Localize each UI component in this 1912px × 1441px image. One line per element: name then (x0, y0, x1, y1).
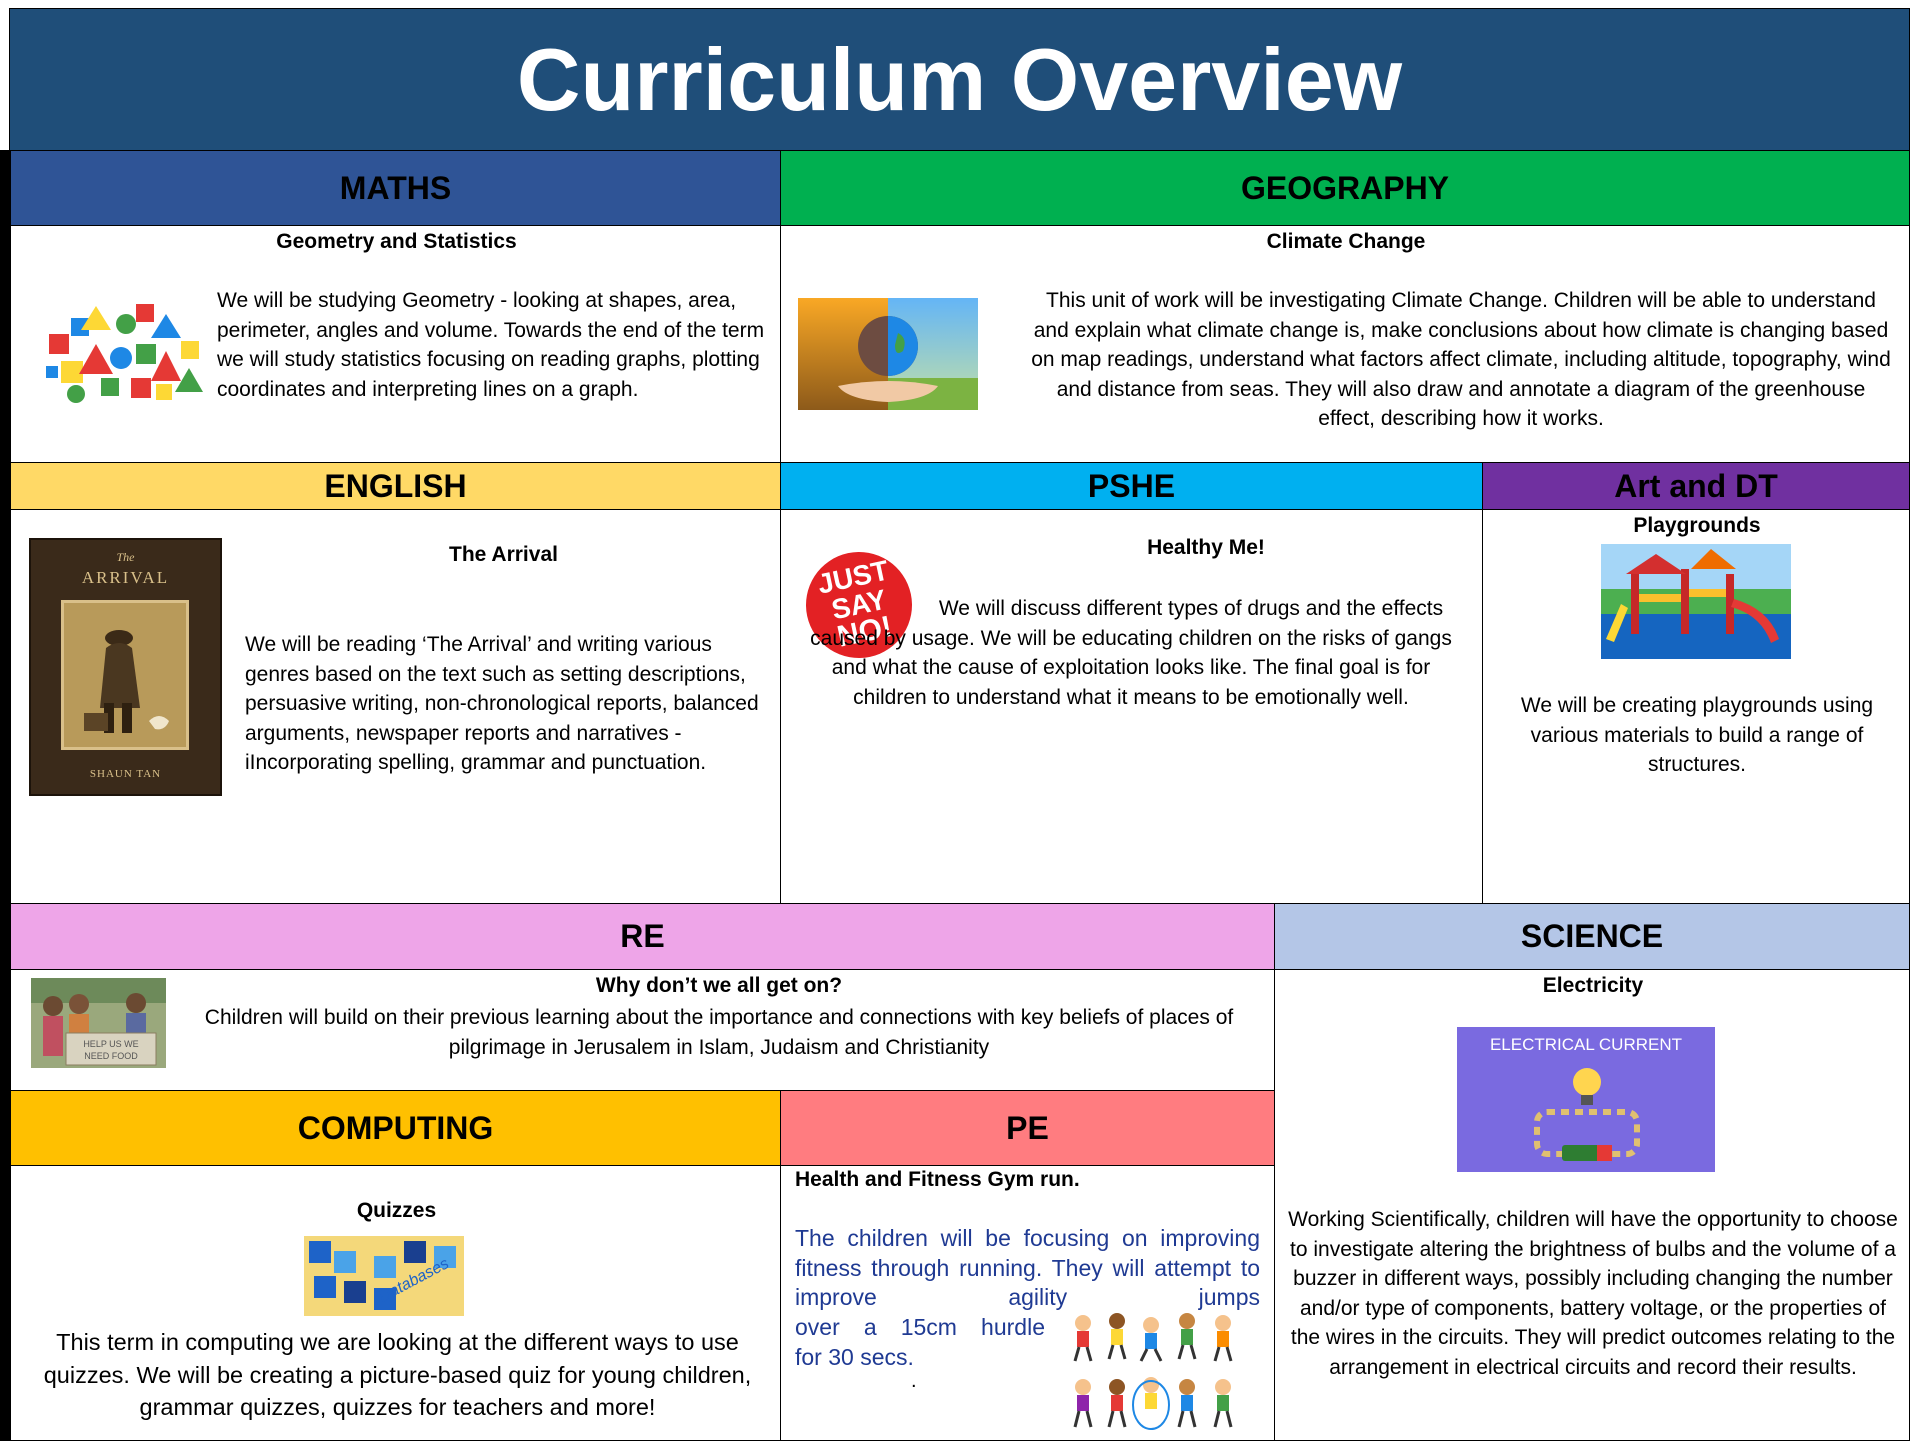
english-heading: ENGLISH (324, 467, 467, 504)
pshe-subtitle: Healthy Me! (1147, 536, 1265, 559)
art-header: Art and DT (1482, 462, 1910, 510)
electrical-current-image: ELECTRICAL CURRENT (1457, 1027, 1715, 1172)
re-body: Children will build on their previous le… (204, 1006, 1234, 1059)
maths-heading: MATHS (339, 169, 452, 206)
computing-subtitle: Quizzes (356, 1199, 437, 1222)
pe-header: PE (780, 1090, 1275, 1166)
maths-subtitle: Geometry and Statistics (276, 230, 517, 253)
pshe-heading: PSHE (1087, 467, 1176, 504)
circuit-icon (1534, 1068, 1640, 1161)
electrical-current-caption: ELECTRICAL CURRENT (1489, 1035, 1683, 1054)
re-subtitle: Why don’t we all get on? (595, 974, 843, 997)
left-border (0, 150, 10, 1441)
geography-header: GEOGRAPHY (780, 150, 1910, 226)
arrival-book-cover: The ARRIVAL SHAUN TAN (29, 538, 222, 796)
book-author: SHAUN TAN (89, 768, 162, 780)
maths-cell: Geometry and Statistics We will be study… (10, 225, 781, 463)
pe-dot: . (911, 1370, 917, 1392)
title-banner: Curriculum Overview (9, 8, 1910, 151)
pe-subtitle: Health and Fitness Gym run. (795, 1168, 1080, 1191)
page-title: Curriculum Overview (516, 29, 1403, 129)
computing-body: This term in computing we are looking at… (43, 1329, 752, 1420)
pe-body-line5: for 30 secs. (795, 1344, 914, 1370)
english-body: We will be reading ‘The Arrival’ and wri… (245, 633, 759, 774)
art-body: We will be creating playgrounds using va… (1520, 694, 1874, 776)
climate-change-image (798, 298, 978, 410)
science-body: Working Scientifically, children will ha… (1288, 1208, 1898, 1379)
kids-exercising-image (1073, 1313, 1233, 1430)
english-header: ENGLISH (10, 462, 781, 510)
maths-header: MATHS (10, 150, 781, 226)
re-cell: HELP US WE NEED FOOD Why don’t we all ge… (10, 969, 1275, 1091)
geography-heading: GEOGRAPHY (1240, 169, 1450, 206)
english-cell: The ARRIVAL SHAUN TAN The Arrival We wil… (10, 509, 781, 904)
computing-cell: Quizzes Databases This term in computing… (10, 1165, 781, 1441)
databases-image: Databases (304, 1236, 464, 1316)
computing-heading: COMPUTING (297, 1109, 494, 1146)
science-cell: Electricity ELECTRICAL CURRENT Working S… (1274, 969, 1910, 1441)
art-subtitle: Playgrounds (1633, 514, 1761, 537)
pshe-header: PSHE (780, 462, 1483, 510)
book-illustration (61, 600, 189, 750)
pshe-body: We will discuss different types of drugs… (810, 597, 1452, 709)
geography-cell: Climate Change This unit of work will be… (780, 225, 1910, 463)
book-title: ARRIVAL (81, 568, 170, 587)
english-subtitle: The Arrival (449, 543, 558, 566)
geography-subtitle: Climate Change (1266, 230, 1426, 253)
geography-body: This unit of work will be investigating … (1031, 289, 1891, 430)
pe-cell: Health and Fitness Gym run. The children… (780, 1165, 1275, 1441)
science-heading: SCIENCE (1520, 918, 1664, 954)
maths-body: We will be studying Geometry - looking a… (217, 289, 765, 401)
art-cell: Playgrounds We will be creating playgrou… (1482, 509, 1910, 904)
playground-image (1601, 544, 1791, 659)
sign-text: HELP US WE (83, 1039, 138, 1049)
children-sign-image: HELP US WE NEED FOOD (31, 978, 166, 1068)
computing-header: COMPUTING (10, 1090, 781, 1166)
geometry-shapes-image (46, 304, 203, 403)
science-header: SCIENCE (1274, 903, 1910, 970)
science-subtitle: Electricity (1542, 974, 1644, 997)
pe-body-line4: over a 15cm hurdle (795, 1314, 1045, 1340)
re-header: RE (10, 903, 1275, 970)
svg-text:NEED FOOD: NEED FOOD (84, 1051, 138, 1061)
book-small-title: The (116, 550, 135, 564)
pshe-cell: JUST SAY NO! Healthy Me! We will discuss… (780, 509, 1483, 904)
art-heading: Art and DT (1614, 467, 1778, 504)
pe-body: The children will be focusing on improvi… (795, 1225, 1260, 1310)
pe-heading: PE (1006, 1109, 1049, 1146)
re-heading: RE (620, 918, 665, 954)
